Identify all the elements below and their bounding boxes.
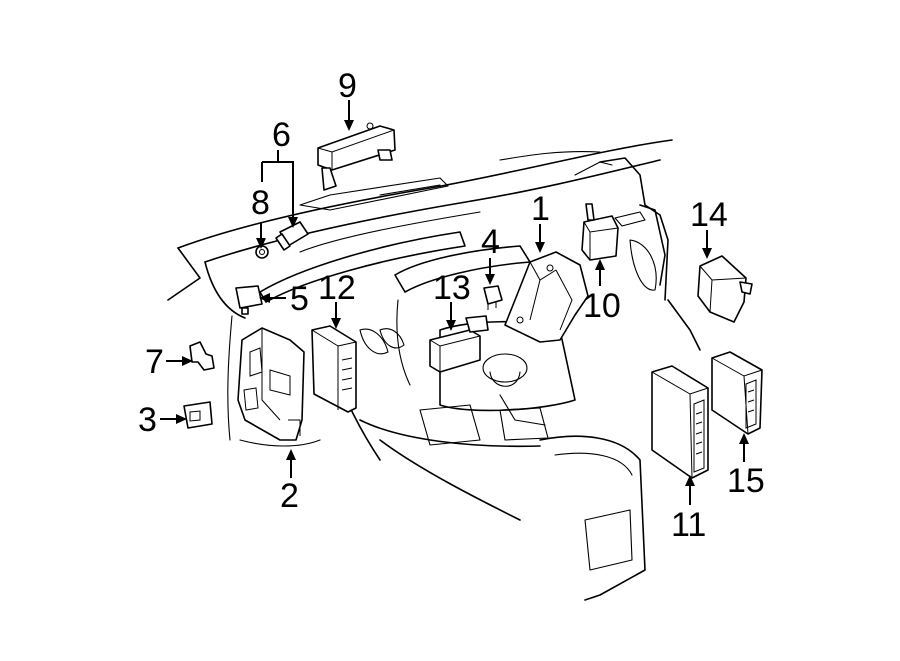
- dashboard-outline: [167, 139, 701, 601]
- callout-5: 5: [290, 280, 309, 318]
- part-13-bracket-module: [429, 315, 489, 373]
- callout-11: 11: [671, 506, 706, 544]
- part-12-control-module: [311, 325, 357, 413]
- callout-3: 3: [138, 401, 157, 439]
- callout-13: 13: [433, 269, 471, 307]
- part-2-junction-block: [237, 327, 305, 441]
- part-8-clip: [255, 245, 269, 259]
- callout-12: 12: [318, 269, 356, 307]
- part-14-module: [697, 255, 753, 323]
- part-6-connector: [275, 221, 309, 251]
- part-15-module: [711, 351, 763, 435]
- callout-6: 6: [272, 116, 291, 154]
- callout-14: 14: [690, 196, 728, 234]
- part-4-relay: [483, 285, 503, 310]
- callout-15: 15: [727, 462, 765, 500]
- part-9-module: [317, 122, 396, 191]
- callout-4: 4: [481, 223, 500, 261]
- part-11-module: [651, 365, 709, 479]
- callout-8: 8: [251, 184, 270, 222]
- part-5-relay: [235, 285, 263, 315]
- part-10-module: [581, 203, 619, 261]
- callout-7: 7: [145, 343, 164, 381]
- callout-1: 1: [531, 190, 550, 228]
- leader-arrows: [160, 100, 749, 505]
- part-3-switch: [183, 401, 213, 429]
- callout-10: 10: [583, 287, 621, 325]
- callout-9: 9: [338, 67, 357, 105]
- part-1-bracket: [504, 251, 589, 343]
- part-7-sensor: [189, 341, 215, 371]
- callout-labels: 9 6 8 5 7 3 2 12 13 4 1 10 14 11 15: [138, 67, 765, 544]
- callout-2: 2: [280, 477, 299, 515]
